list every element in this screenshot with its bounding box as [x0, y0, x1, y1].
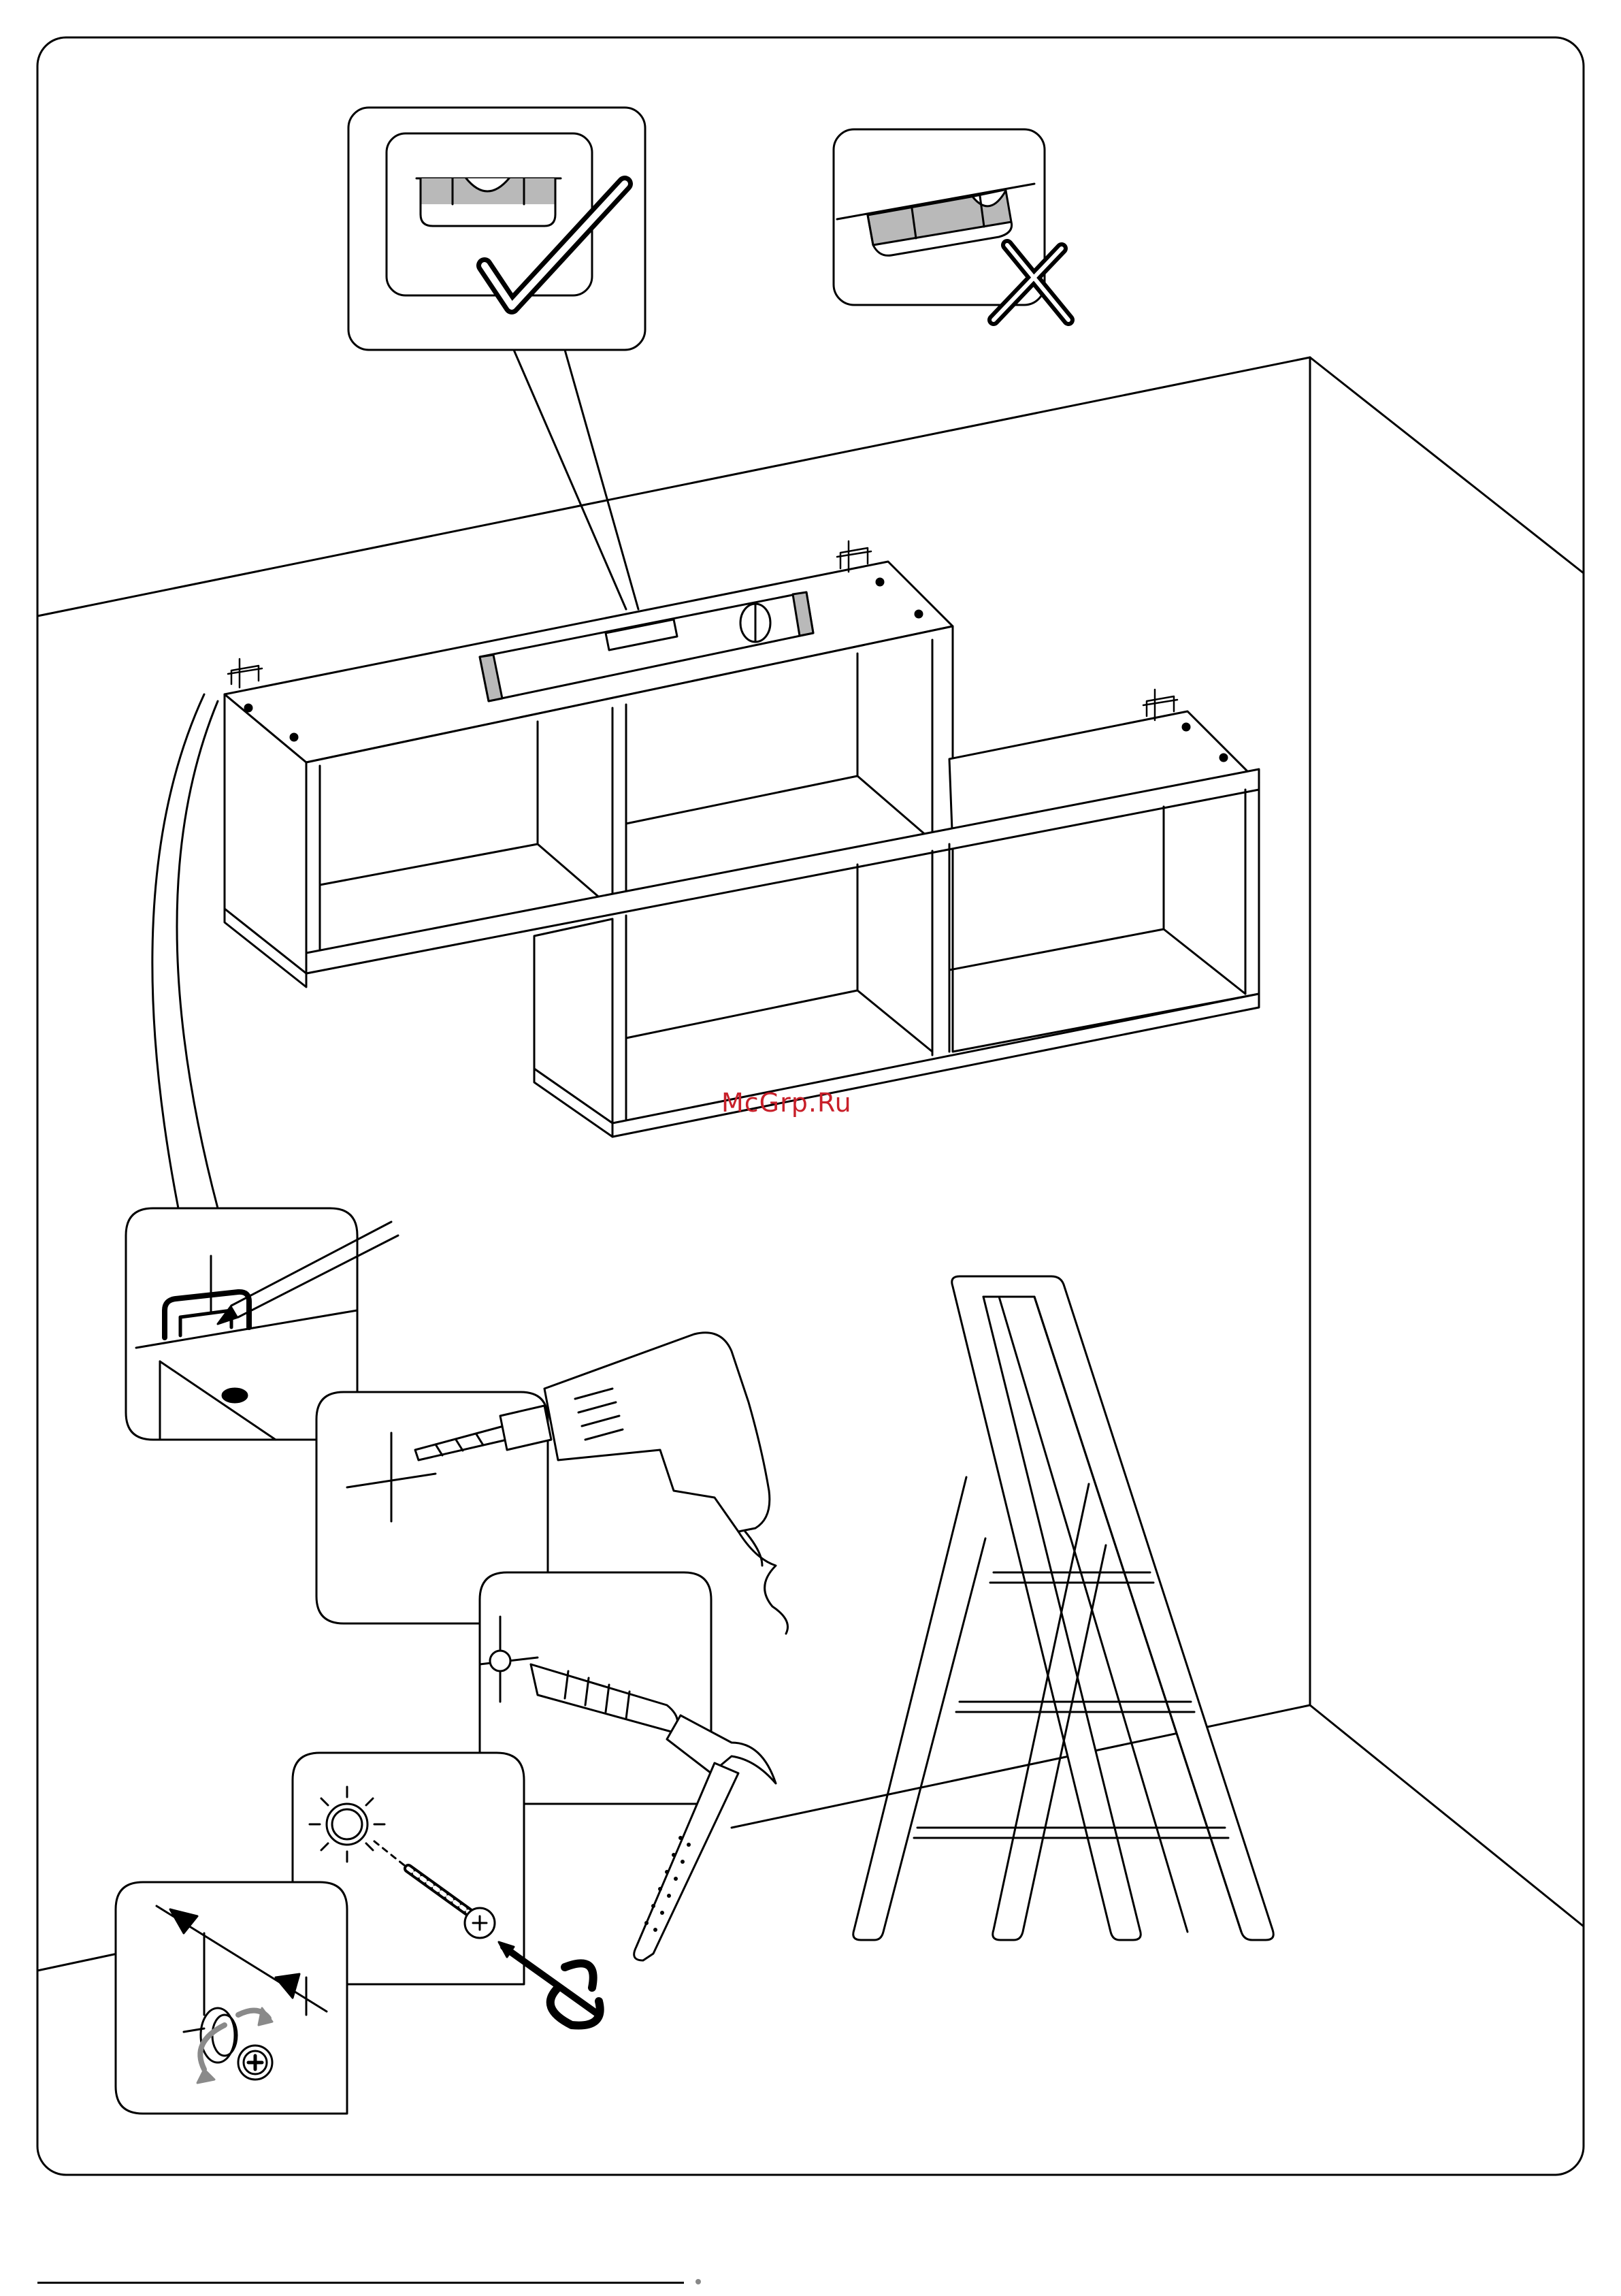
spirit-level-wrong-icon [834, 129, 1068, 320]
spirit-level-correct-icon [348, 108, 645, 609]
footer-mark [695, 2279, 701, 2284]
bracket-adjust-icon [116, 1882, 347, 2114]
footer-rule [37, 2282, 684, 2284]
callout-connector-2 [177, 701, 218, 1208]
watermark-text: McGrp.Ru [721, 1088, 852, 1118]
step-ladder-icon [853, 1276, 1274, 1940]
